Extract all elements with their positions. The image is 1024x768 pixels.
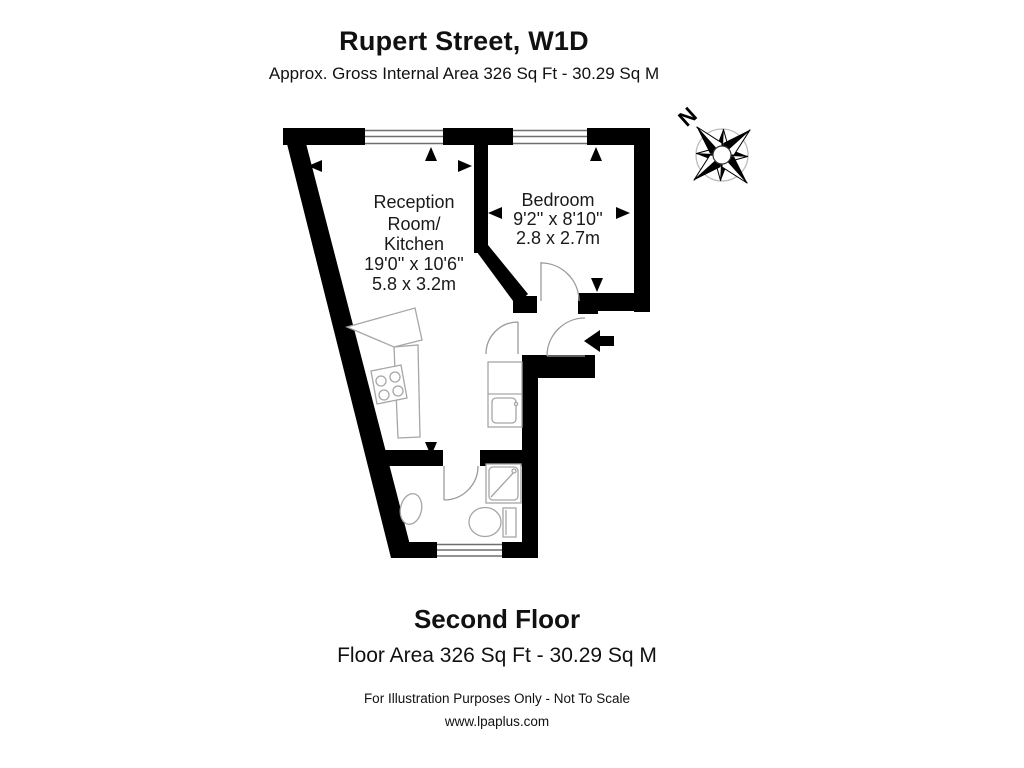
top-wall-right bbox=[587, 128, 645, 145]
right-lower-wall bbox=[522, 355, 538, 558]
header: Rupert Street, W1D Approx. Gross Interna… bbox=[164, 26, 764, 84]
left-wall bbox=[283, 128, 409, 558]
top-wall-middle bbox=[443, 128, 513, 145]
bathroom-wall-left bbox=[378, 450, 443, 466]
bedroom-arrow-down bbox=[591, 278, 603, 292]
toilet bbox=[468, 506, 517, 538]
sink-unit bbox=[487, 361, 523, 428]
bedroom-arrow-left bbox=[488, 207, 502, 219]
reception-dims-metric: 5.8 x 3.2m bbox=[372, 274, 456, 294]
reception-dims-imperial: 19'0'' x 10'6'' bbox=[364, 254, 464, 274]
shower bbox=[485, 463, 522, 504]
page-subtitle: Approx. Gross Internal Area 326 Sq Ft - … bbox=[268, 64, 660, 83]
page-title: Rupert Street, W1D bbox=[339, 26, 589, 56]
divider-wall bbox=[474, 143, 488, 253]
window-reception bbox=[365, 129, 443, 145]
bathroom-door bbox=[443, 465, 479, 501]
kitchen-worktop bbox=[345, 307, 423, 348]
reception-arrow-left bbox=[308, 160, 322, 172]
bedroom-right-wall bbox=[634, 128, 650, 312]
reception-name-line2: Room/ bbox=[387, 214, 440, 234]
kitchen-fixtures bbox=[345, 307, 523, 439]
kitchen-sink bbox=[491, 397, 517, 424]
footer: Second Floor Floor Area 326 Sq Ft - 30.2… bbox=[197, 604, 797, 729]
bottom-wall-left bbox=[391, 542, 437, 558]
bedroom-dims-imperial: 9'2'' x 8'10'' bbox=[513, 209, 603, 229]
reception-name-line3: Kitchen bbox=[384, 234, 444, 254]
bedroom-bottom-wall-step bbox=[578, 293, 598, 314]
windows bbox=[365, 129, 587, 557]
entrance-wall bbox=[522, 355, 595, 378]
reception-arrow-down bbox=[425, 442, 437, 456]
basin bbox=[399, 493, 423, 525]
reception-name-line1: Reception bbox=[373, 192, 454, 212]
bedroom-dims-metric: 2.8 x 2.7m bbox=[516, 228, 600, 248]
bathroom-wall-right bbox=[480, 450, 524, 466]
reception-arrow-up bbox=[425, 147, 437, 161]
bedroom-arrow-right bbox=[616, 207, 630, 219]
entrance-door bbox=[546, 317, 586, 357]
compass-rose: N bbox=[673, 102, 751, 184]
bottom-wall-right bbox=[502, 542, 538, 558]
divider-wall-stub bbox=[513, 296, 537, 313]
divider-wall-diagonal bbox=[474, 245, 528, 305]
hob bbox=[370, 364, 408, 405]
bathroom-fixtures bbox=[399, 463, 522, 538]
window-bathroom bbox=[437, 543, 502, 557]
reception-door bbox=[485, 321, 519, 355]
reception-label: Reception Room/ Kitchen 19'0'' x 10'6'' … bbox=[364, 192, 464, 294]
bedroom-door bbox=[540, 262, 580, 302]
website: www.lpaplus.com bbox=[444, 714, 550, 729]
walls bbox=[283, 128, 650, 558]
bedroom-label: Bedroom 9'2'' x 8'10'' 2.8 x 2.7m bbox=[513, 190, 603, 248]
floor-label: Second Floor bbox=[413, 604, 581, 634]
bedroom-name: Bedroom bbox=[521, 190, 594, 210]
disclaimer: For Illustration Purposes Only - Not To … bbox=[363, 691, 631, 706]
floor-area: Floor Area 326 Sq Ft - 30.29 Sq M bbox=[337, 644, 657, 667]
entry-arrow-icon bbox=[584, 330, 614, 352]
bedroom-arrow-up bbox=[590, 147, 602, 161]
window-bedroom bbox=[513, 129, 587, 145]
dimension-arrows bbox=[308, 147, 630, 456]
reception-arrow-right bbox=[458, 160, 472, 172]
doors bbox=[443, 262, 586, 501]
